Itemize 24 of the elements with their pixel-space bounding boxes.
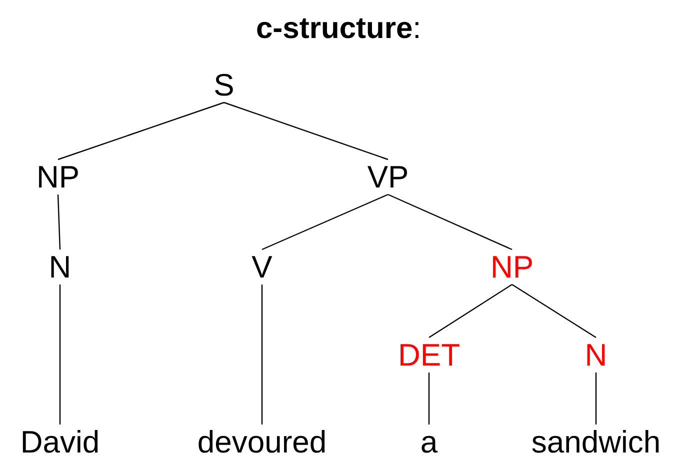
category-label: DET — [397, 338, 461, 372]
tree-branch — [261, 284, 263, 424]
word-label: devoured — [196, 424, 328, 460]
tree-branch — [428, 372, 430, 424]
tree-label: S — [212, 68, 236, 102]
category-label: NP — [35, 160, 81, 194]
tree-branch — [57, 194, 61, 250]
word-label: sandwich — [530, 424, 662, 460]
tree-branch — [512, 284, 596, 338]
category-label: NP — [489, 250, 535, 284]
category-label: N — [584, 338, 608, 372]
tree-branch — [58, 102, 224, 160]
word-label: David — [19, 424, 101, 460]
tree-branch — [262, 194, 388, 250]
tree-branch — [595, 372, 597, 424]
word-label: a — [419, 424, 439, 460]
tree-branch — [59, 284, 61, 424]
category-label: N — [48, 250, 72, 284]
category-label: V — [250, 250, 274, 284]
tree-branch — [428, 284, 512, 338]
title: c-structure: — [256, 12, 422, 45]
category-label: VP — [366, 160, 410, 194]
tree-branch — [388, 194, 512, 250]
tree-branch — [224, 102, 388, 160]
